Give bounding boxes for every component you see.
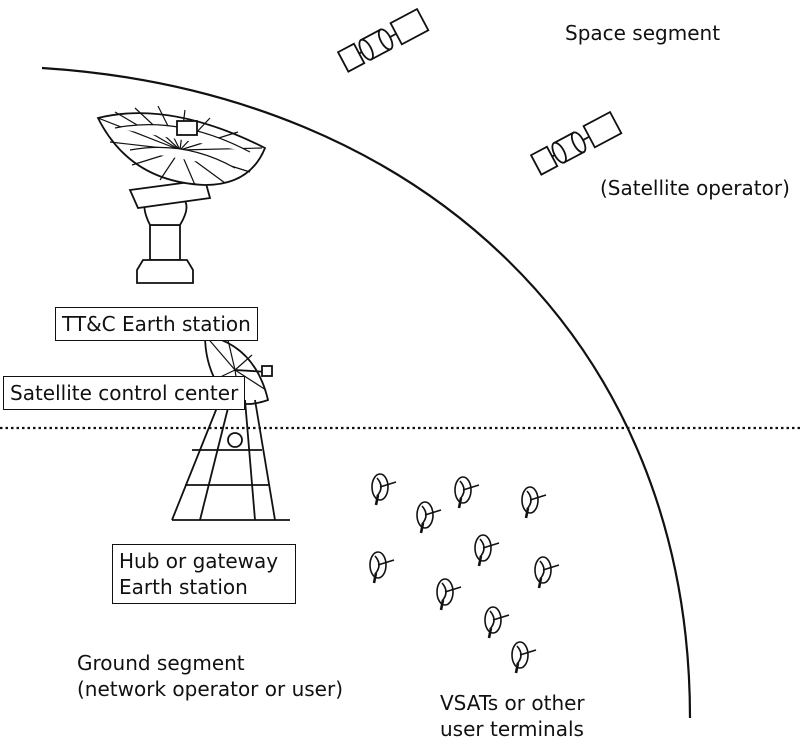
satellite-operator-label: (Satellite operator) (600, 176, 790, 200)
space-segment-label: Space segment (565, 21, 721, 45)
vsat-label-line1: VSATs or other (440, 691, 585, 715)
vsat-terminal-icon (436, 578, 462, 611)
large-dish-antenna-icon (96, 105, 267, 284)
earth-surface-arc (41, 66, 692, 719)
vsat-label: VSATs or other user terminals (440, 690, 585, 742)
hub-label-line2: Earth station (119, 575, 248, 599)
vsat-terminal-icon (521, 486, 547, 519)
vsat-terminal-icon (511, 641, 537, 674)
vsat-terminal-icon (484, 606, 510, 639)
satellite-icon (529, 110, 623, 176)
vsat-terminal-icon (474, 534, 500, 567)
ground-label-line2: (network operator or user) (77, 677, 343, 701)
hub-earth-station-box: Hub or gateway Earth station (112, 544, 296, 604)
ttc-earth-station-box: TT&C Earth station (55, 307, 258, 341)
vsat-label-line2: user terminals (440, 717, 584, 741)
satellite-control-center-box: Satellite control center (3, 376, 246, 410)
ground-label-line1: Ground segment (77, 651, 245, 675)
vsat-terminal-icon (534, 556, 560, 589)
vsat-terminal-icon (369, 551, 395, 584)
satellite-icon (336, 7, 430, 73)
hub-label-line1: Hub or gateway (119, 549, 279, 573)
ground-segment-label: Ground segment (network operator or user… (77, 650, 343, 702)
vsat-terminal-icon (416, 501, 442, 534)
vsat-terminal-icon (454, 476, 480, 509)
vsat-terminal-icon (371, 473, 397, 506)
